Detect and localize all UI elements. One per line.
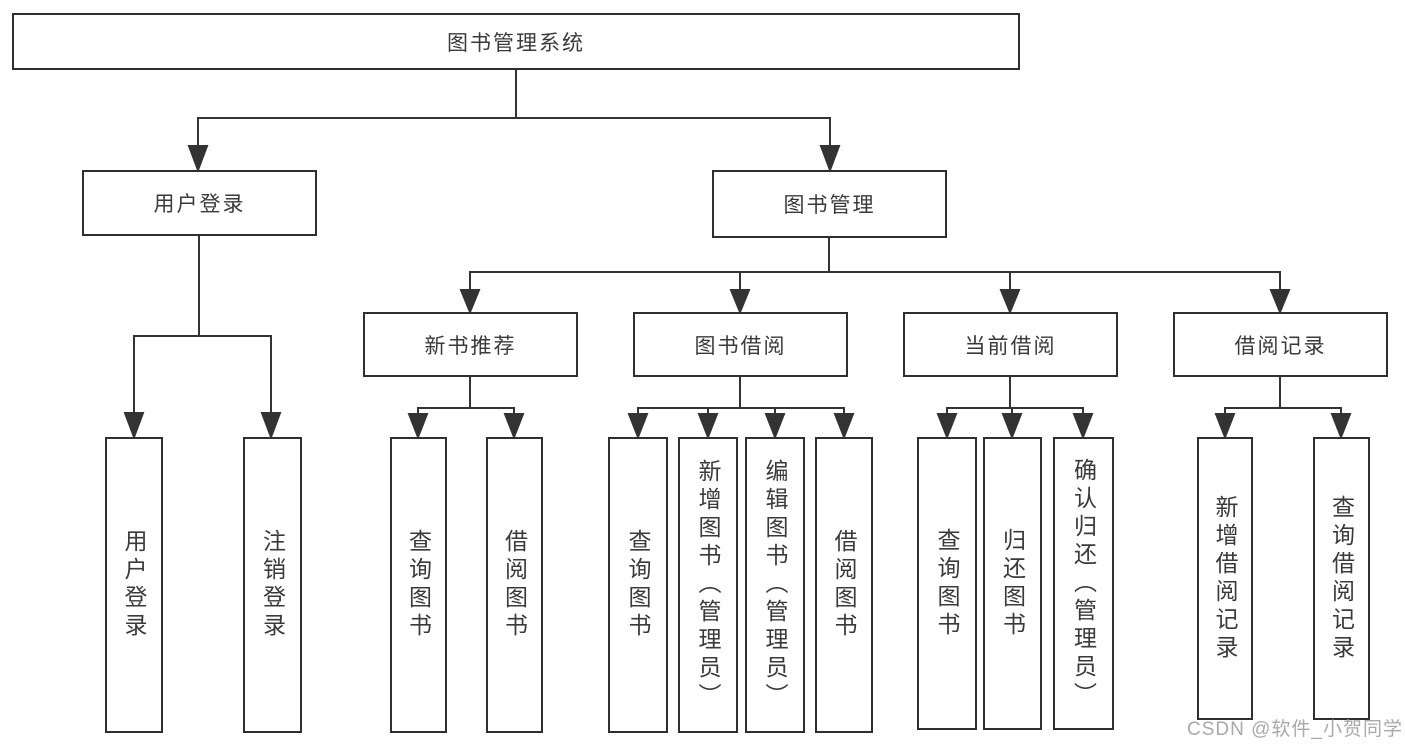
leaf-confirm-return-admin: 确认归还（管理员）: [1053, 437, 1114, 730]
leaf-query-books-borrow: 查询图书: [608, 437, 668, 733]
node-user-login: 用户登录: [82, 170, 317, 236]
connector-mgmt-to-level3: [459, 238, 1291, 315]
leaf-user-login: 用户登录: [105, 437, 163, 733]
node-book-management: 图书管理: [712, 170, 947, 238]
leaf-query-borrow-record: 查询借阅记录: [1313, 437, 1370, 720]
leaf-return-books: 归还图书: [983, 437, 1042, 730]
leaf-query-books-current: 查询图书: [917, 437, 977, 730]
node-borrowing-records: 借阅记录: [1173, 312, 1388, 377]
leaf-edit-book-admin: 编辑图书（管理员）: [745, 437, 805, 733]
node-book-borrowing: 图书借阅: [633, 312, 848, 377]
connector-newbook-to-leaves: [407, 377, 525, 440]
connector-login-to-leaves: [123, 236, 282, 440]
connector-records-to-leaves: [1214, 377, 1352, 440]
leaf-add-book-admin: 新增图书（管理员）: [678, 437, 738, 733]
leaf-logout: 注销登录: [243, 437, 302, 733]
node-library-management-system: 图书管理系统: [12, 13, 1020, 70]
connector-borrow-to-leaves: [627, 377, 855, 440]
connector-current-to-leaves: [936, 377, 1094, 440]
connector-root-to-level2: [187, 70, 841, 173]
leaf-borrow-books-recommend: 借阅图书: [486, 437, 543, 733]
node-new-book-recommendation: 新书推荐: [363, 312, 578, 377]
leaf-add-borrow-record: 新增借阅记录: [1197, 437, 1253, 720]
node-current-borrowing: 当前借阅: [903, 312, 1118, 377]
leaf-borrow-books: 借阅图书: [815, 437, 873, 733]
csdn-watermark: CSDN @软件_小贺同学: [1187, 719, 1403, 740]
leaf-query-books-recommend: 查询图书: [390, 437, 447, 733]
